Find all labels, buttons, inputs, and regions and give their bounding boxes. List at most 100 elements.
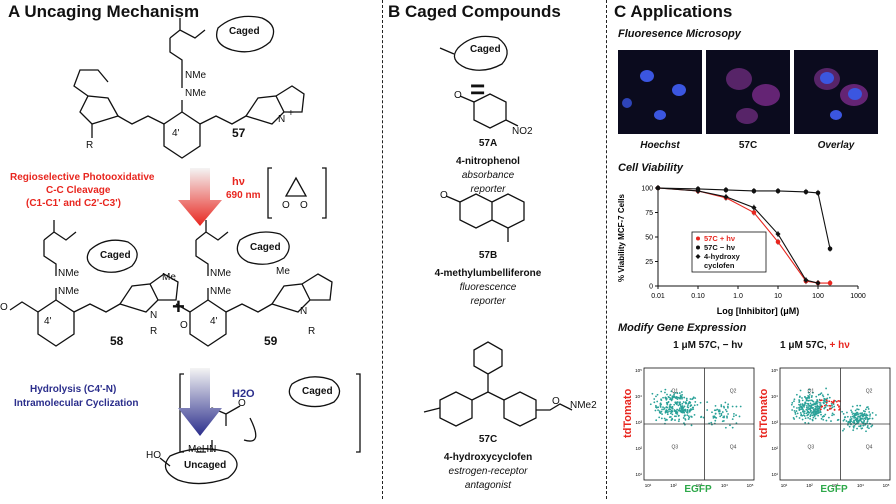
flow-event xyxy=(732,415,735,418)
data-point xyxy=(775,239,781,245)
y-tick-label: 25 xyxy=(645,259,653,266)
flow-event xyxy=(810,396,813,399)
flow-event xyxy=(655,419,658,422)
micro-image-overlay xyxy=(794,50,878,134)
flow-event xyxy=(822,399,825,402)
flow-event-red xyxy=(820,399,823,402)
flow-event xyxy=(668,408,670,411)
flow-event xyxy=(859,404,862,407)
step2-line2: Intramolecular Cyclization xyxy=(14,398,139,409)
caged-compound-structures xyxy=(423,35,573,427)
flow-x-tick: 10⁵ xyxy=(747,483,754,488)
compound-58-label: 58 xyxy=(110,334,124,348)
flow-event xyxy=(694,401,697,403)
flow-event xyxy=(826,404,829,407)
flow-event xyxy=(655,404,657,407)
flow-event xyxy=(682,417,685,419)
flow-event-red xyxy=(826,409,829,412)
flow-event xyxy=(655,395,657,398)
flow-event xyxy=(722,416,725,419)
flow-event xyxy=(685,402,687,405)
o-label-57c: O xyxy=(552,396,560,407)
flow-event xyxy=(869,415,871,417)
flow-event xyxy=(856,408,858,411)
peroxide-o1: O xyxy=(282,200,290,211)
flow-event xyxy=(851,415,854,418)
flow-event xyxy=(850,409,852,412)
uncaged-blob xyxy=(164,448,238,485)
flow-event xyxy=(848,425,851,428)
compound-57a-role1: absorbance xyxy=(461,170,515,181)
flow-event xyxy=(681,393,684,396)
flow-event xyxy=(817,409,820,412)
legend-label: 57C − hν xyxy=(704,243,735,252)
caged-label-59: Caged xyxy=(250,242,281,253)
flow-event xyxy=(833,405,836,408)
flow-event xyxy=(826,397,829,400)
flow-event xyxy=(807,391,810,394)
flow-event xyxy=(683,411,686,414)
flow-event xyxy=(841,410,844,413)
flow-event xyxy=(857,413,860,415)
nme-label-57a: NMe xyxy=(185,70,207,81)
hydrolysis-arrow xyxy=(178,368,222,436)
flow-event xyxy=(823,397,826,400)
data-point xyxy=(775,231,781,237)
flow-event xyxy=(808,388,811,391)
flow-event xyxy=(686,411,689,414)
o-label-59: O xyxy=(180,320,188,331)
flow-event xyxy=(851,411,853,413)
x-tick-label: 0.10 xyxy=(691,293,705,300)
flow-x-tick: 10⁵ xyxy=(883,483,890,488)
flow-event xyxy=(803,410,806,413)
flow-x-tick: 10⁴ xyxy=(721,483,728,488)
legend-marker xyxy=(696,236,700,241)
flow-event xyxy=(735,414,737,417)
flow-event xyxy=(693,404,696,407)
data-point xyxy=(815,280,821,286)
flow-xlabel-left: EGFP xyxy=(684,484,712,495)
flow-event xyxy=(805,399,808,402)
flow-event xyxy=(853,414,856,417)
flow-event xyxy=(812,403,815,406)
x-tick-label: 0.01 xyxy=(651,293,665,300)
flow-event xyxy=(852,429,855,432)
flow-event xyxy=(673,395,676,398)
flow-event xyxy=(833,413,835,416)
panel-a-title: A Uncaging Mechanism xyxy=(8,2,200,21)
flow-event xyxy=(794,413,797,415)
flow-event xyxy=(666,402,669,405)
flow-event xyxy=(683,405,686,408)
flow-right-title-prefix: 1 μM 57C, xyxy=(780,340,827,351)
flow-event xyxy=(684,418,687,420)
flow-event xyxy=(824,413,827,416)
flow-event xyxy=(843,418,846,421)
caged-label-intermediate: Caged xyxy=(302,386,333,397)
flow-event xyxy=(656,400,659,403)
y-axis-label: % Viability MCF-7 Cells xyxy=(617,194,626,282)
flow-event xyxy=(798,399,800,401)
flow-event xyxy=(731,405,734,408)
flow-event xyxy=(710,421,713,424)
flow-event xyxy=(859,418,862,420)
compound-57c-role1: estrogen-receptor xyxy=(448,466,528,477)
flow-event xyxy=(854,418,857,421)
flow-x-tick: 10¹ xyxy=(645,483,652,488)
flow-event xyxy=(794,411,797,414)
flow-event xyxy=(668,405,671,408)
flow-event xyxy=(809,399,811,402)
flow-event xyxy=(851,405,854,408)
flow-event xyxy=(854,412,857,415)
flow-event xyxy=(678,402,681,404)
step1-line3: (C1-C1' and C2'-C3') xyxy=(26,198,121,209)
nme-label-57b: NMe xyxy=(185,88,207,99)
quadrant-label: Q1 xyxy=(808,389,815,395)
o-label-58: O xyxy=(0,302,8,313)
flow-event xyxy=(687,415,690,418)
compound-57a-name: 4-nitrophenol xyxy=(456,156,520,167)
flow-event xyxy=(731,426,734,429)
flow-event xyxy=(803,412,806,415)
flow-y-tick: 10⁵ xyxy=(771,368,778,373)
flow-event xyxy=(862,415,864,418)
